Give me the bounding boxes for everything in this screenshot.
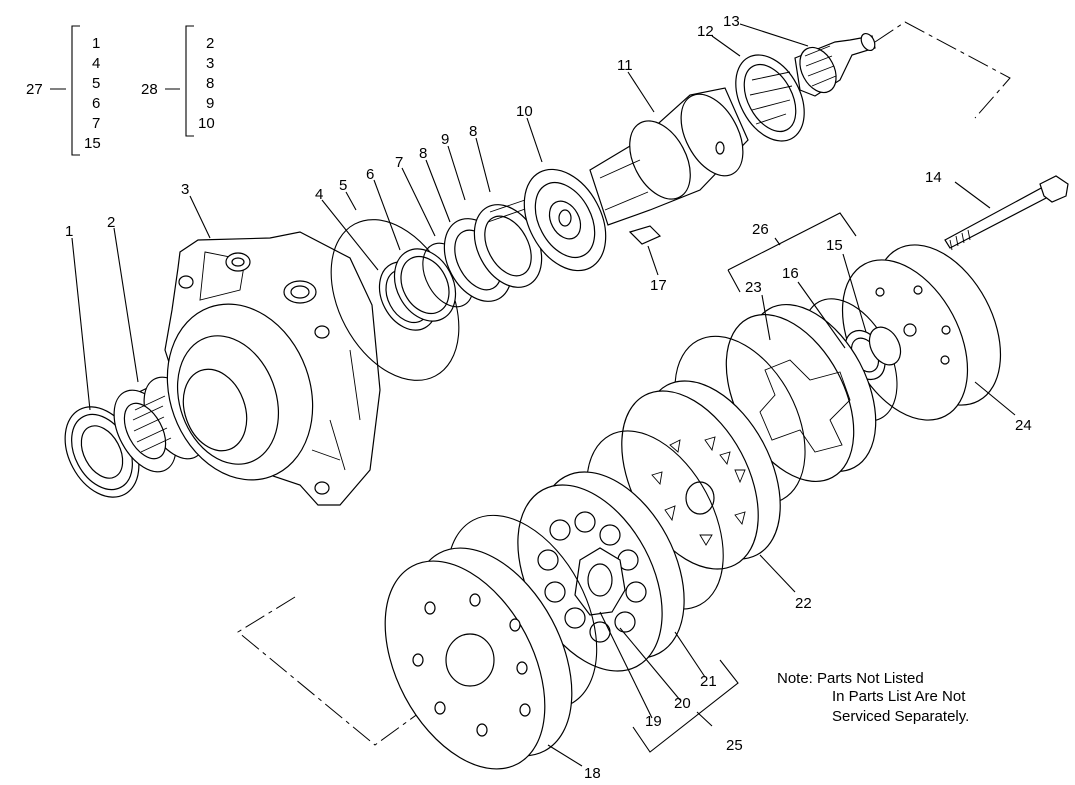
- part-3-housing: [164, 231, 381, 506]
- callout-24: 24: [1015, 417, 1032, 434]
- shaft-axis-line: [874, 21, 1011, 119]
- kit-28-item: 8: [206, 75, 214, 92]
- callout-9: 9: [441, 131, 449, 148]
- kit-27-group: 27 1 4 5 6 7 15: [26, 25, 101, 156]
- callout-16: 16: [782, 265, 799, 282]
- part-10-bearing: [523, 168, 607, 272]
- part-13-gear-shaft: [794, 32, 876, 97]
- part-22-valve-plate: [621, 335, 806, 570]
- part-6-washer: [393, 248, 457, 322]
- callout-8-first: 8: [419, 145, 427, 162]
- kit-27-item: 6: [92, 95, 100, 112]
- callout-18: 18: [584, 765, 601, 782]
- callout-6: 6: [366, 166, 374, 183]
- kit-28-group: 28 2 3 8 9 10: [141, 25, 215, 137]
- kit-27-item: 7: [92, 115, 100, 132]
- note-line-3: Serviced Separately.: [832, 708, 969, 725]
- callout-12: 12: [697, 23, 714, 40]
- callout-20: 20: [674, 695, 691, 712]
- callout-10: 10: [516, 103, 533, 120]
- part-24-end-cap: [841, 244, 1002, 421]
- callout-7: 7: [395, 154, 403, 171]
- callout-25: 25: [726, 737, 743, 754]
- part-19-rotor: [574, 547, 626, 616]
- callout-11: 11: [617, 57, 633, 74]
- part-18-end-plate: [384, 514, 598, 770]
- note-line-1: Note: Parts Not Listed: [777, 670, 924, 687]
- kit-27-item: 15: [84, 135, 101, 152]
- note-line-2: In Parts List Are Not: [832, 688, 966, 705]
- callout-13: 13: [723, 13, 740, 30]
- callout-2: 2: [107, 214, 115, 231]
- part-12-bearing: [735, 54, 805, 142]
- callout-23: 23: [745, 279, 762, 296]
- callout-19: 19: [645, 713, 662, 730]
- callout-3: 3: [181, 181, 189, 198]
- kit-27-label: 27: [26, 81, 43, 98]
- part-17-key: [628, 225, 662, 245]
- callout-21: 21: [700, 673, 717, 690]
- leader-lines: [71, 23, 1016, 767]
- part-11-shaft: [589, 87, 749, 226]
- kit-27-item: 1: [92, 35, 100, 52]
- callout-22: 22: [795, 595, 812, 612]
- callout-8-second: 8: [469, 123, 477, 140]
- callout-1: 1: [65, 223, 73, 240]
- part-14-bolt: [944, 175, 1069, 251]
- callout-numbers: 1 2 3 4 5 6 7 8 9 8 10 11 12 13 14 15 16…: [65, 13, 1032, 782]
- kit-28-item: 9: [206, 95, 214, 112]
- callout-15: 15: [826, 237, 843, 254]
- callout-17: 17: [650, 277, 667, 294]
- kit-27-item: 5: [92, 75, 100, 92]
- kit-28-label: 28: [141, 81, 158, 98]
- kit-28-item: 3: [206, 55, 214, 72]
- kit-28-item: 10: [198, 115, 215, 132]
- callout-5: 5: [339, 177, 347, 194]
- bracket-25: [632, 659, 739, 753]
- callout-4: 4: [315, 186, 323, 203]
- note-block: Note: Parts Not Listed In Parts List Are…: [777, 670, 969, 725]
- kit-27-item: 4: [92, 55, 100, 72]
- part-9-thrust-bearing: [473, 199, 543, 288]
- bracket-26: [727, 212, 857, 293]
- callout-26: 26: [752, 221, 769, 238]
- callout-14: 14: [925, 169, 942, 186]
- kit-28-item: 2: [206, 35, 214, 52]
